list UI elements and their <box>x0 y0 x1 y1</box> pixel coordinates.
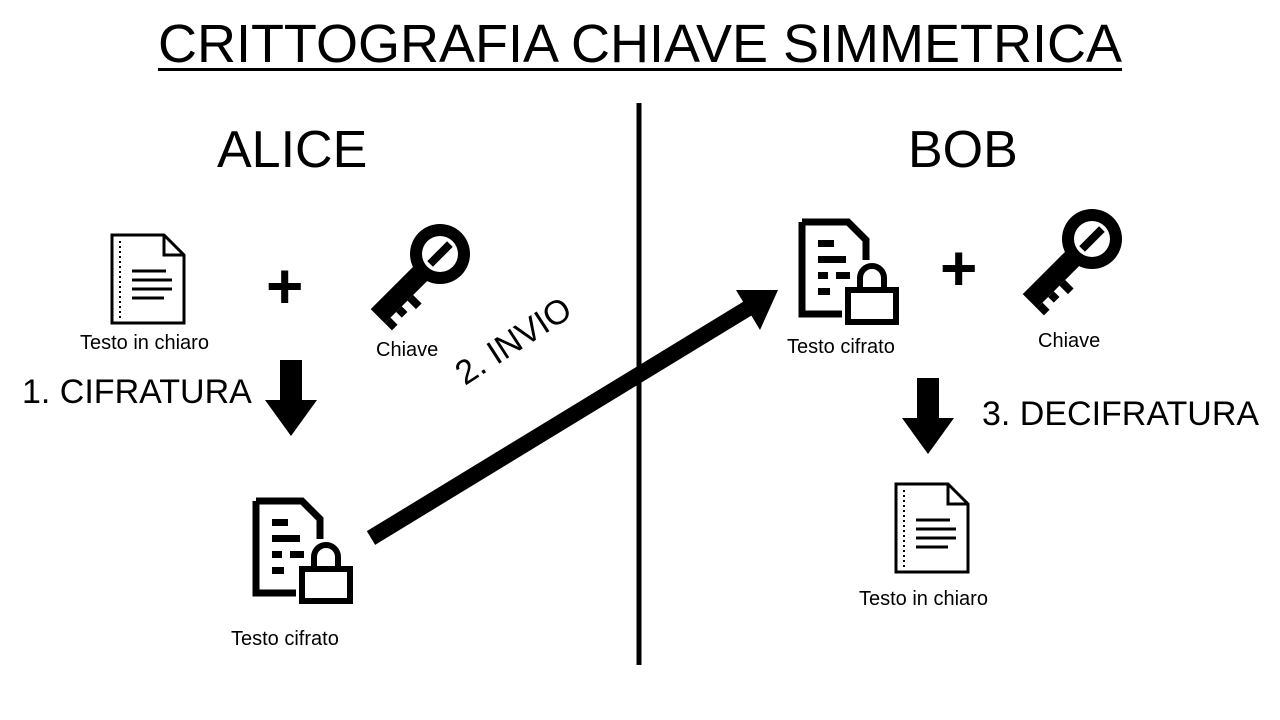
bob-plus-sign: + <box>940 232 978 304</box>
alice-ciphertext-label: Testo cifrato <box>231 628 339 650</box>
key-icon <box>370 224 470 331</box>
key-icon <box>1022 209 1122 316</box>
bob-key-label: Chiave <box>1038 330 1101 352</box>
down-arrow-icon <box>265 360 317 436</box>
bob-ciphertext-label: Testo cifrato <box>787 336 895 358</box>
bob-heading: BOB <box>908 121 1018 179</box>
alice-step-encryption: 1. CIFRATURA <box>22 373 252 411</box>
alice-heading: ALICE <box>217 121 368 179</box>
alice-plus-sign: + <box>266 250 304 322</box>
alice-plaintext-label: Testo in chiaro <box>80 332 209 354</box>
diagram-title-text: CRITTOGRAFIA CHIAVE SIMMETRICA <box>157 14 1123 74</box>
locked-document-icon <box>798 218 899 325</box>
document-icon <box>110 233 186 325</box>
down-arrow-icon <box>902 378 954 454</box>
alice-key-label: Chiave <box>376 339 439 361</box>
bob-step-decryption: 3. DECIFRATURA <box>982 395 1260 433</box>
locked-document-icon <box>252 497 353 604</box>
document-icon <box>894 482 970 574</box>
bob-plaintext-label: Testo in chiaro <box>859 588 988 610</box>
diagram-title: CRITTOGRAFIA CHIAVE SIMMETRICA <box>0 12 1280 76</box>
